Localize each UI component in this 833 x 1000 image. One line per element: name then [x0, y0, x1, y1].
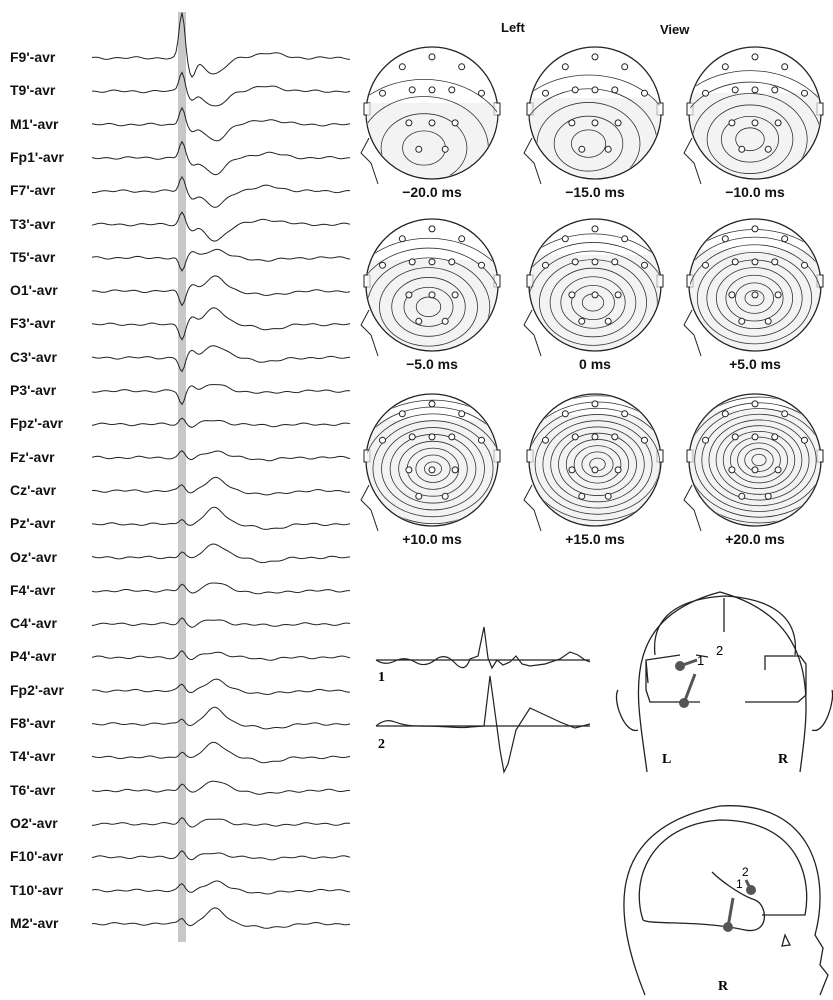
map-time-label: 0 ms	[579, 356, 611, 372]
sagittal-dipole-1-label: 1	[736, 877, 743, 891]
eeg-trace	[91, 12, 351, 78]
coronal-dipoles	[675, 658, 698, 708]
map-time-label: −10.0 ms	[725, 184, 785, 200]
channel-label: Fpz'-avr	[10, 415, 64, 432]
coronal-dipole-1-label: 1	[697, 653, 704, 668]
channel-label: P3'-avr	[10, 382, 57, 398]
sagittal-head-diagram	[623, 805, 829, 996]
channel-label: T3'-avr	[10, 215, 56, 232]
eeg-trace	[91, 248, 351, 272]
channel-label: F7'-avr	[10, 182, 56, 199]
eeg-trace	[91, 741, 351, 764]
channel-label: Pz'-avr	[10, 515, 56, 532]
topographic-map	[683, 393, 824, 532]
topographic-map	[523, 46, 664, 185]
channel-label: Oz'-avr	[10, 548, 57, 565]
eeg-trace	[91, 307, 351, 341]
map-time-label: +10.0 ms	[402, 531, 462, 547]
header-view: View	[660, 22, 690, 37]
eeg-trace	[91, 543, 351, 564]
channel-label: Fz'-avr	[10, 448, 55, 465]
channel-label: Cz'-avr	[10, 481, 57, 498]
eeg-trace	[92, 706, 351, 730]
channel-label: O1'-avr	[10, 282, 58, 299]
eeg-trace	[91, 106, 351, 142]
eeg-trace	[91, 140, 351, 176]
eeg-trace	[91, 476, 351, 496]
map-time-label: −15.0 ms	[565, 184, 625, 200]
eeg-trace	[91, 582, 350, 595]
dipole-trace-2	[375, 675, 591, 774]
eeg-trace	[91, 345, 351, 373]
eeg-trace	[91, 850, 351, 861]
channel-label: T4'-avr	[10, 748, 56, 765]
eeg-trace	[92, 71, 351, 107]
eeg-trace	[91, 780, 351, 795]
eeg-trace	[91, 176, 351, 208]
channel-label: C3'-avr	[10, 348, 57, 365]
coronal-right-label: R	[778, 752, 789, 767]
time-marker-bar	[178, 12, 186, 942]
eeg-trace	[91, 450, 351, 462]
dipole-waveforms	[375, 626, 591, 774]
dipole-trace-1	[375, 626, 591, 670]
topographic-map	[523, 218, 664, 357]
channel-label: F8'-avr	[10, 715, 56, 731]
channel-label: M2'-avr	[10, 914, 59, 931]
sagittal-side-label: R	[718, 979, 729, 994]
eeg-traces	[91, 12, 351, 929]
dipole-trace-2-label: 2	[378, 737, 385, 752]
eeg-trace	[91, 506, 351, 530]
topographic-map	[360, 218, 501, 357]
eeg-trace	[91, 880, 351, 895]
channel-label: T9'-avr	[10, 82, 56, 99]
topographic-map	[683, 218, 824, 357]
channel-label: F4'-avr	[10, 581, 56, 598]
header-left: Left	[501, 20, 525, 35]
coronal-head-diagram	[615, 591, 833, 773]
channel-label: O2'-avr	[10, 814, 58, 831]
eeg-trace	[91, 417, 351, 428]
eeg-trace	[91, 678, 350, 695]
coronal-left-label: L	[662, 752, 671, 767]
channel-label: T10'-avr	[10, 881, 64, 898]
eeg-trace	[92, 907, 351, 929]
dipole-trace-1-label: 1	[378, 670, 385, 685]
eeg-trace	[91, 211, 351, 242]
map-time-label: +20.0 ms	[725, 531, 785, 547]
channel-label: C4'-avr	[10, 615, 57, 632]
channel-label: F9'-avr	[10, 49, 56, 65]
channel-label: M1'-avr	[10, 115, 59, 132]
channel-label: Fp1'-avr	[10, 148, 64, 165]
eeg-trace	[91, 650, 351, 661]
channel-label: F10'-avr	[10, 848, 64, 865]
channel-label: T6'-avr	[10, 781, 56, 798]
channel-label: F3'-avr	[10, 315, 56, 332]
channel-label: T5'-avr	[10, 248, 56, 265]
sagittal-dipoles	[723, 879, 756, 932]
eeg-trace	[92, 816, 351, 828]
eeg-trace	[91, 617, 351, 628]
sagittal-dipole-2-label: 2	[742, 865, 749, 879]
topographic-map	[360, 46, 501, 185]
map-time-label: −20.0 ms	[402, 184, 462, 200]
map-time-label: +15.0 ms	[565, 531, 625, 547]
topographic-maps	[360, 46, 824, 532]
coronal-dipole-2-label: 2	[716, 643, 723, 658]
eeg-trace	[91, 384, 351, 406]
topographic-map	[523, 393, 664, 532]
topographic-map	[360, 393, 501, 532]
channel-label: P4'-avr	[10, 648, 57, 665]
eeg-trace	[91, 275, 351, 307]
map-time-label: +5.0 ms	[729, 356, 781, 372]
map-time-label: −5.0 ms	[406, 356, 458, 372]
channel-label: Fp2'-avr	[10, 681, 64, 698]
